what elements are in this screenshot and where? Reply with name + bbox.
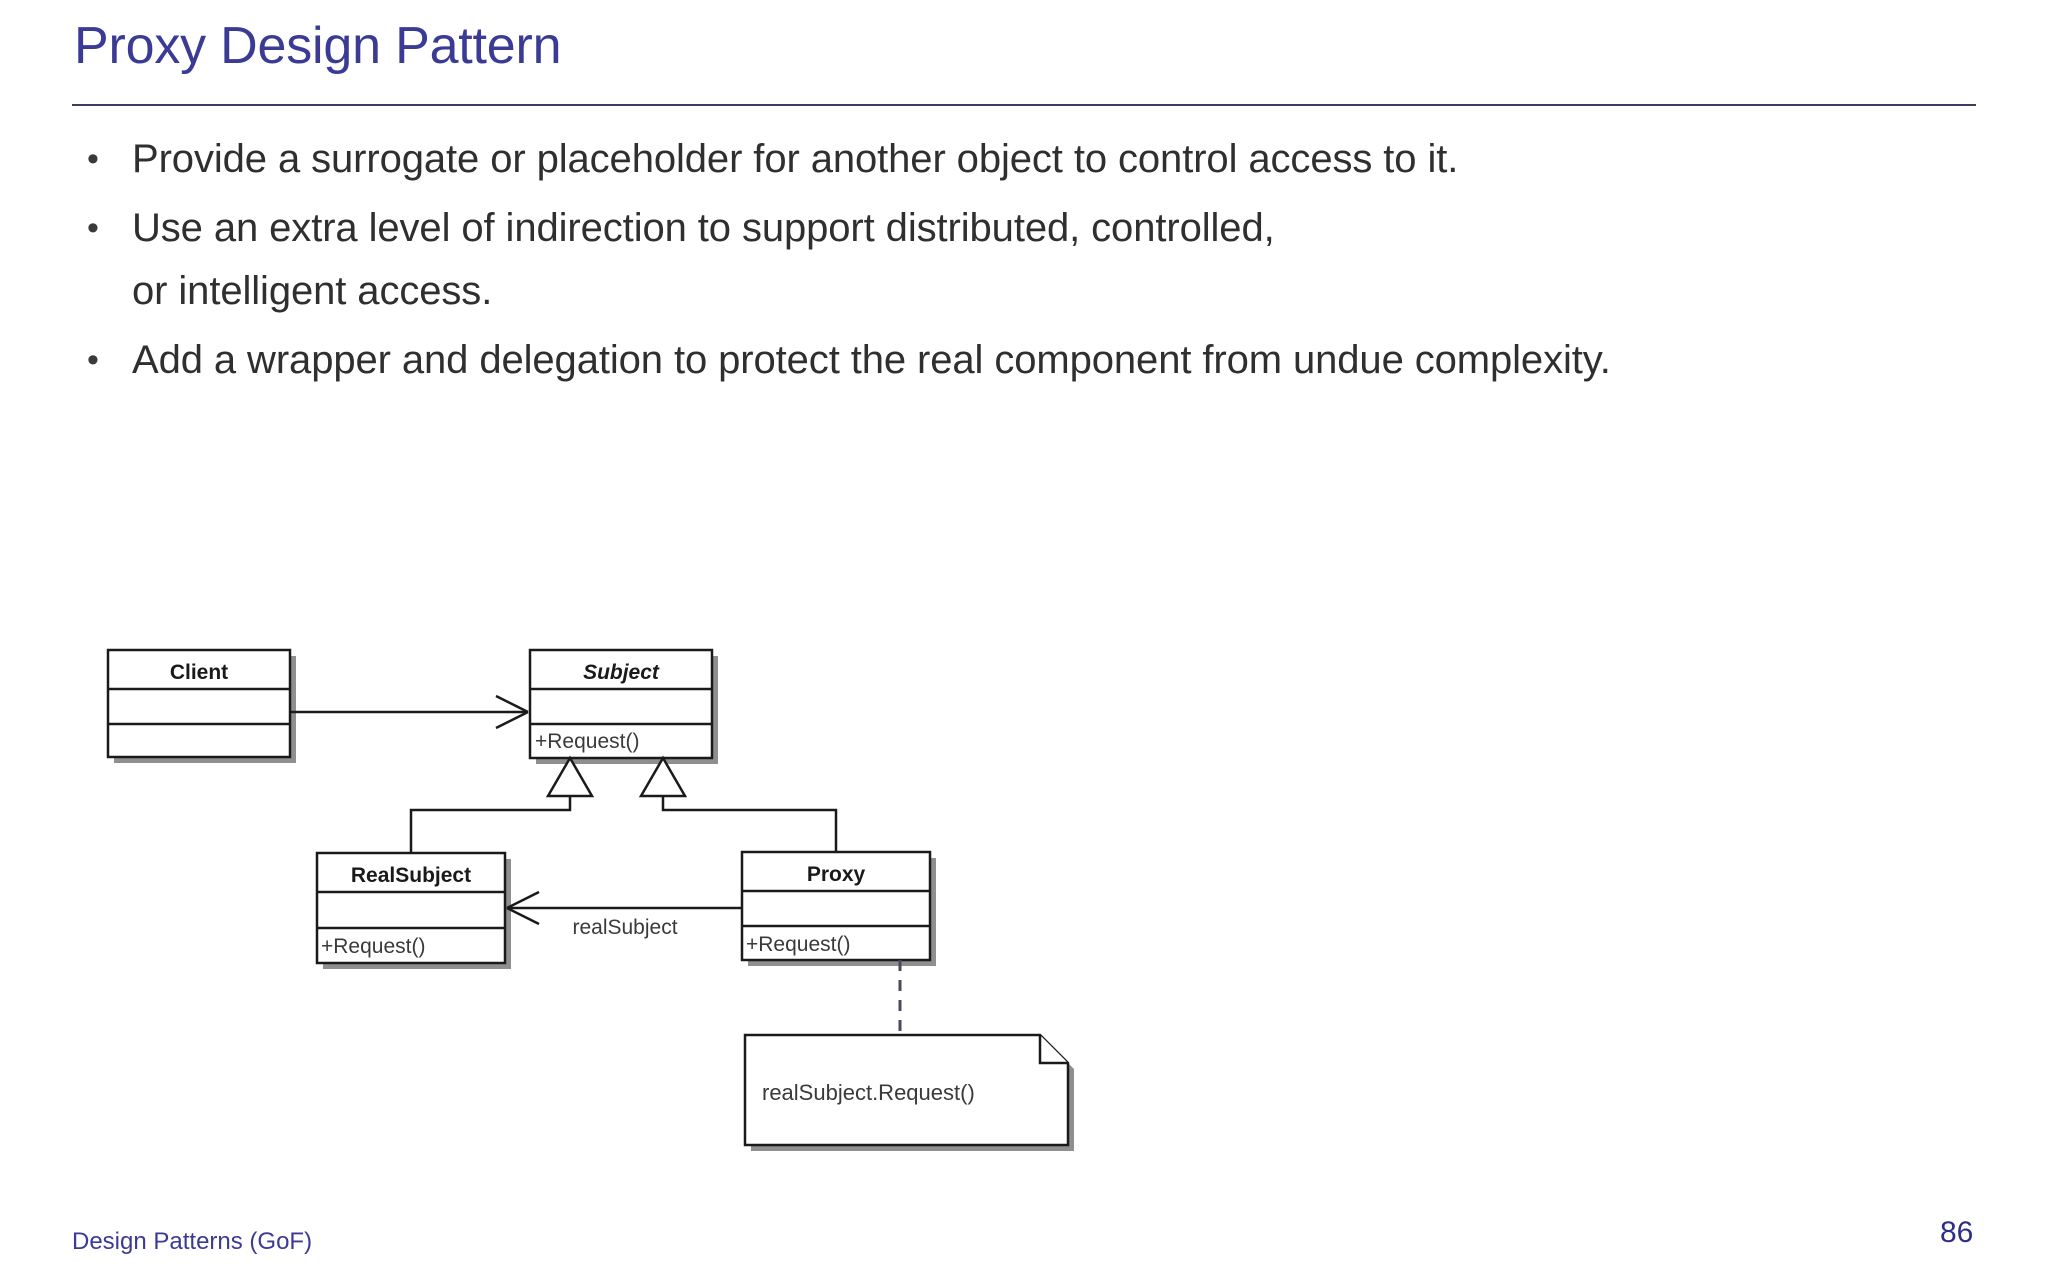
list-item: • Use an extra level of indirection to s… (74, 197, 1974, 323)
uml-operation: +Request() (321, 935, 425, 958)
edge-realsubject-generalization (409, 755, 595, 853)
bullet-text: Add a wrapper and delegation to protect … (132, 338, 1611, 382)
uml-operation: +Request() (746, 933, 850, 956)
uml-class-name: Proxy (807, 863, 866, 886)
edge-client-subject (290, 694, 529, 730)
uml-operation: +Request() (535, 730, 639, 753)
list-item: • Add a wrapper and delegation to protec… (74, 329, 1974, 392)
bullet-list: • Provide a surrogate or placeholder for… (74, 128, 1974, 398)
uml-note-text: realSubject.Request() (762, 1080, 975, 1105)
title-divider (72, 104, 1976, 106)
bullet-point-icon: • (87, 209, 99, 247)
bullet-text: Provide a surrogate or placeholder for a… (132, 137, 1459, 181)
uml-note[interactable]: realSubject.Request() (743, 1033, 1074, 1151)
uml-class-name: RealSubject (351, 864, 471, 887)
uml-class-name: Subject (583, 661, 660, 684)
edge-proxy-realsubject: realSubject (506, 890, 742, 939)
footer-label: Design Patterns (GoF) (72, 1228, 313, 1255)
list-item: • Provide a surrogate or placeholder for… (74, 128, 1974, 191)
edge-proxy-generalization (638, 755, 838, 852)
edge-label-realsubject: realSubject (572, 916, 677, 939)
bullet-text: Use an extra level of indirection to sup… (132, 206, 1275, 313)
page-title: Proxy Design Pattern (74, 17, 562, 75)
uml-class-subject[interactable]: Subject +Request() (528, 648, 718, 764)
uml-class-diagram: .box-shadow { fill: #8f8f8f; } .box-body… (0, 600, 1200, 1160)
page-number: 86 (1940, 1216, 1974, 1249)
bullet-point-icon: • (87, 140, 99, 178)
uml-class-client[interactable]: Client (106, 648, 296, 763)
uml-class-name: Client (170, 661, 228, 684)
bullet-point-icon: • (87, 341, 99, 379)
uml-class-proxy[interactable]: Proxy +Request() (740, 850, 936, 966)
uml-class-realsubject[interactable]: RealSubject +Request() (315, 851, 511, 969)
